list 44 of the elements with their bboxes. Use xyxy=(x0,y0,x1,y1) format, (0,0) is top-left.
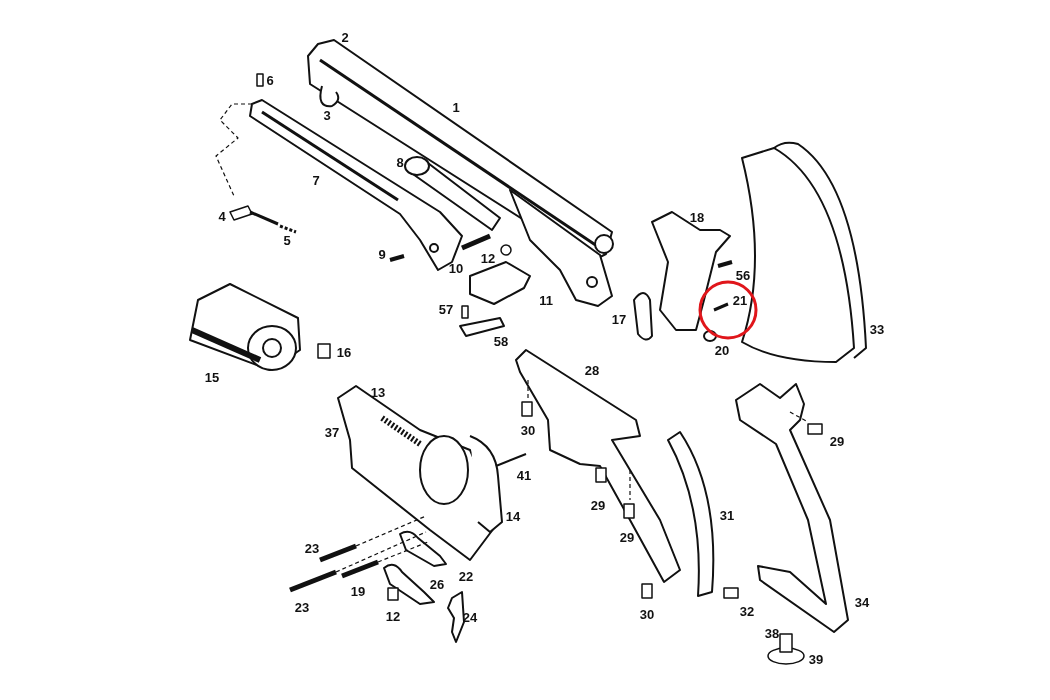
callout-number: 7 xyxy=(312,173,320,187)
callout-number: 22 xyxy=(458,569,474,583)
callout-number: 18 xyxy=(689,210,705,224)
callout-number: 37 xyxy=(324,425,340,439)
callout-number: 29 xyxy=(619,530,635,544)
callout-number: 2 xyxy=(341,30,349,44)
callout-number: 8 xyxy=(396,155,404,169)
callout-number: 23 xyxy=(304,541,320,555)
callout-number: 58 xyxy=(493,334,509,348)
callout-number: 10 xyxy=(448,261,464,275)
callout-number: 16 xyxy=(336,345,352,359)
callout-number: 12 xyxy=(385,609,401,623)
callout-number: 30 xyxy=(639,607,655,621)
callout-number: 38 xyxy=(764,626,780,640)
callout-number: 29 xyxy=(829,434,845,448)
callout-number: 29 xyxy=(590,498,606,512)
callout-number: 28 xyxy=(584,363,600,377)
callout-number: 17 xyxy=(611,312,627,326)
callout-number: 4 xyxy=(218,209,226,223)
callout-number: 23 xyxy=(294,600,310,614)
callout-number: 19 xyxy=(350,584,366,598)
callout-number: 6 xyxy=(266,73,274,87)
callout-number: 3 xyxy=(323,108,331,122)
callout-number: 57 xyxy=(438,302,454,316)
callout-number: 14 xyxy=(505,509,521,523)
callout-number: 12 xyxy=(480,251,496,265)
callout-number: 13 xyxy=(370,385,386,399)
callout-number: 26 xyxy=(429,577,445,591)
callout-number: 30 xyxy=(520,423,536,437)
callout-number: 33 xyxy=(869,322,885,336)
callout-number: 5 xyxy=(283,233,291,247)
callout-number: 56 xyxy=(735,268,751,282)
callout-number: 15 xyxy=(204,370,220,384)
callout-number: 24 xyxy=(462,610,478,624)
callout-number: 9 xyxy=(378,247,386,261)
callout-number: 34 xyxy=(854,595,870,609)
callout-number: 1 xyxy=(452,100,460,114)
callout-number: 20 xyxy=(714,343,730,357)
callout-number: 39 xyxy=(808,652,824,666)
callout-number: 31 xyxy=(719,508,735,522)
callout-number: 21 xyxy=(732,293,748,307)
callout-number: 41 xyxy=(516,468,532,482)
callout-number: 32 xyxy=(739,604,755,618)
callout-number: 11 xyxy=(539,293,553,307)
